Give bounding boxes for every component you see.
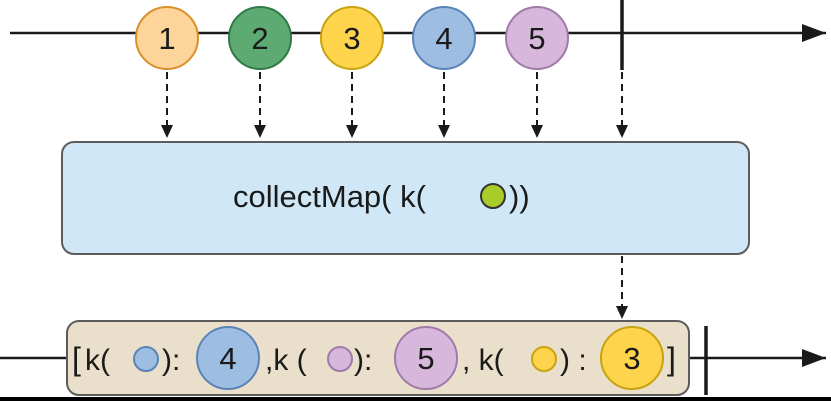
marble-label: 1 xyxy=(158,21,175,56)
output-separator: , k( xyxy=(462,344,504,377)
output-key-suffix: ): xyxy=(162,344,180,377)
operator-key-dot xyxy=(480,183,506,209)
output-value-marble: 4 xyxy=(196,326,260,390)
output-timeline-arrowhead xyxy=(802,349,826,367)
input-arrows xyxy=(161,72,628,138)
completion-arrow-head xyxy=(616,125,628,138)
input-arrow-head xyxy=(438,125,450,138)
output-value-marble: 5 xyxy=(394,326,458,390)
input-arrow-head xyxy=(254,125,266,138)
output-key-suffix: ): xyxy=(354,344,372,377)
operator-label: collectMap( k( xyxy=(233,179,427,214)
operator-label-end: )) xyxy=(509,179,530,214)
output-value-circle xyxy=(394,326,458,390)
output-separator: ,k ( xyxy=(265,344,307,377)
output-key-dot xyxy=(327,346,353,372)
input-marble-5: 5 xyxy=(505,6,569,70)
input-arrow-head xyxy=(346,125,358,138)
input-marble-3: 3 xyxy=(320,6,384,70)
output-value-label: 5 xyxy=(417,341,434,376)
marble-label: 4 xyxy=(435,21,452,56)
input-arrow-head xyxy=(161,125,173,138)
input-marble-4: 4 xyxy=(412,6,476,70)
output-contents: [k(): 4 ,k (): 5 , k( ) : 3] xyxy=(72,326,676,390)
marble-circle xyxy=(505,6,569,70)
open-bracket: [ xyxy=(72,341,81,377)
output-key-prefix: k( xyxy=(85,344,110,377)
output-key-dot xyxy=(531,346,557,372)
close-bracket: ] xyxy=(667,341,676,377)
output-key-dot xyxy=(133,346,159,372)
output-key-suffix: ) : xyxy=(560,344,587,377)
output-value-circle xyxy=(196,326,260,390)
output-value-label: 3 xyxy=(623,341,640,376)
output-value-marble: 3 xyxy=(600,326,664,390)
operator-box xyxy=(61,141,750,255)
marble-circle xyxy=(412,6,476,70)
input-marble-2: 2 xyxy=(228,6,292,70)
input-marble-1: 1 xyxy=(135,6,199,70)
bottom-border xyxy=(0,397,831,401)
marble-label: 5 xyxy=(528,21,545,56)
input-marbles: 1 2 3 4 5 xyxy=(135,6,569,70)
output-box xyxy=(66,320,690,396)
marble-circle xyxy=(228,6,292,70)
output-arrow-head xyxy=(616,306,628,319)
output-value-circle xyxy=(600,326,664,390)
input-timeline-arrowhead xyxy=(802,24,826,42)
output-value-label: 4 xyxy=(219,341,236,376)
marble-label: 2 xyxy=(251,21,268,56)
input-arrow-head xyxy=(531,125,543,138)
marble-circle xyxy=(135,6,199,70)
marble-label: 3 xyxy=(343,21,360,56)
marble-circle xyxy=(320,6,384,70)
